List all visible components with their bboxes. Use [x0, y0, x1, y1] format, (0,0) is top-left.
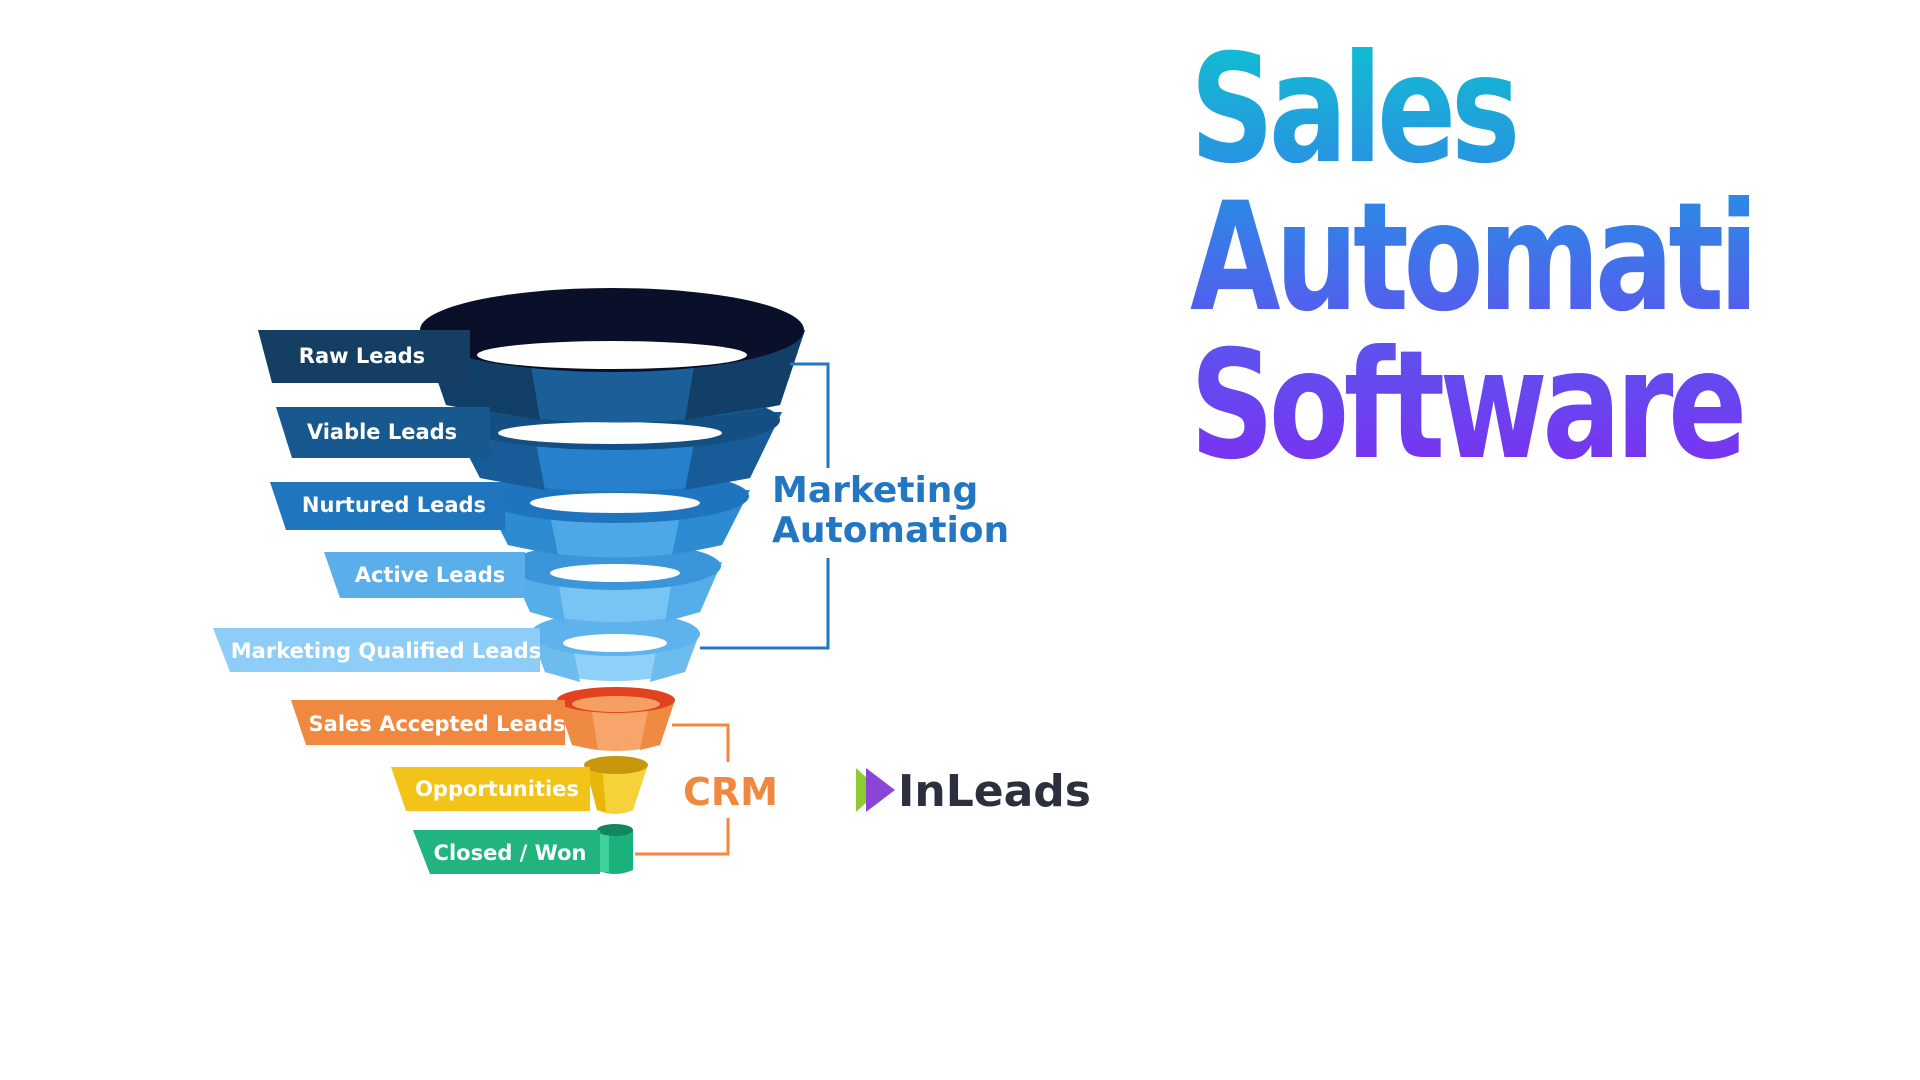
stage-label-closed-won: Closed / Won	[434, 841, 587, 865]
crm-label: CRM	[683, 770, 778, 814]
stage-ribbon-active-leads: Active Leads	[324, 552, 525, 598]
stage-ribbon-viable-leads: Viable Leads	[276, 407, 490, 458]
marketing-automation-label-line2: Automation	[772, 510, 1009, 551]
stage-label-sales-accepted: Sales Accepted Leads	[309, 712, 566, 736]
funnel-band-closed-won	[597, 824, 633, 874]
stage-label-raw-leads: Raw Leads	[299, 344, 425, 368]
stage-ribbon-nurtured-leads: Nurtured Leads	[270, 482, 505, 530]
stage-label-opportunities: Opportunities	[415, 777, 579, 801]
headline: Sales Automation Software	[1190, 35, 1912, 481]
stage-ribbon-sales-accepted: Sales Accepted Leads	[291, 700, 565, 745]
crm-bracket: CRM	[635, 723, 778, 856]
stage-ribbon-mql: Marketing Qualified Leads	[213, 628, 541, 672]
stage-label-viable-leads: Viable Leads	[307, 420, 457, 444]
headline-line-2: Automation	[1190, 171, 1912, 345]
funnel-band-mql	[530, 612, 700, 682]
headline-line-1: Sales	[1190, 35, 1752, 185]
inleads-brand-text: InLeads	[898, 766, 1091, 817]
inleads-logo: InLeads	[856, 766, 1091, 817]
stage-label-active-leads: Active Leads	[355, 563, 506, 587]
stage-ribbon-raw-leads: Raw Leads	[258, 330, 470, 383]
funnel-band-raw	[420, 288, 805, 423]
funnel-band-opportunities	[584, 756, 648, 814]
stage-ribbon-opportunities: Opportunities	[391, 767, 590, 811]
stage-label-mql: Marketing Qualified Leads	[231, 639, 541, 663]
marketing-automation-bracket: Marketing Automation	[700, 362, 1009, 650]
stage-label-nurtured-leads: Nurtured Leads	[302, 493, 486, 517]
funnel-band-sales-accepted	[557, 687, 675, 751]
stage-ribbon-closed-won: Closed / Won	[413, 830, 600, 874]
marketing-automation-label-line1: Marketing	[772, 470, 978, 511]
headline-line-3: Software	[1190, 331, 1752, 481]
double-play-arrow-icon	[856, 768, 895, 812]
